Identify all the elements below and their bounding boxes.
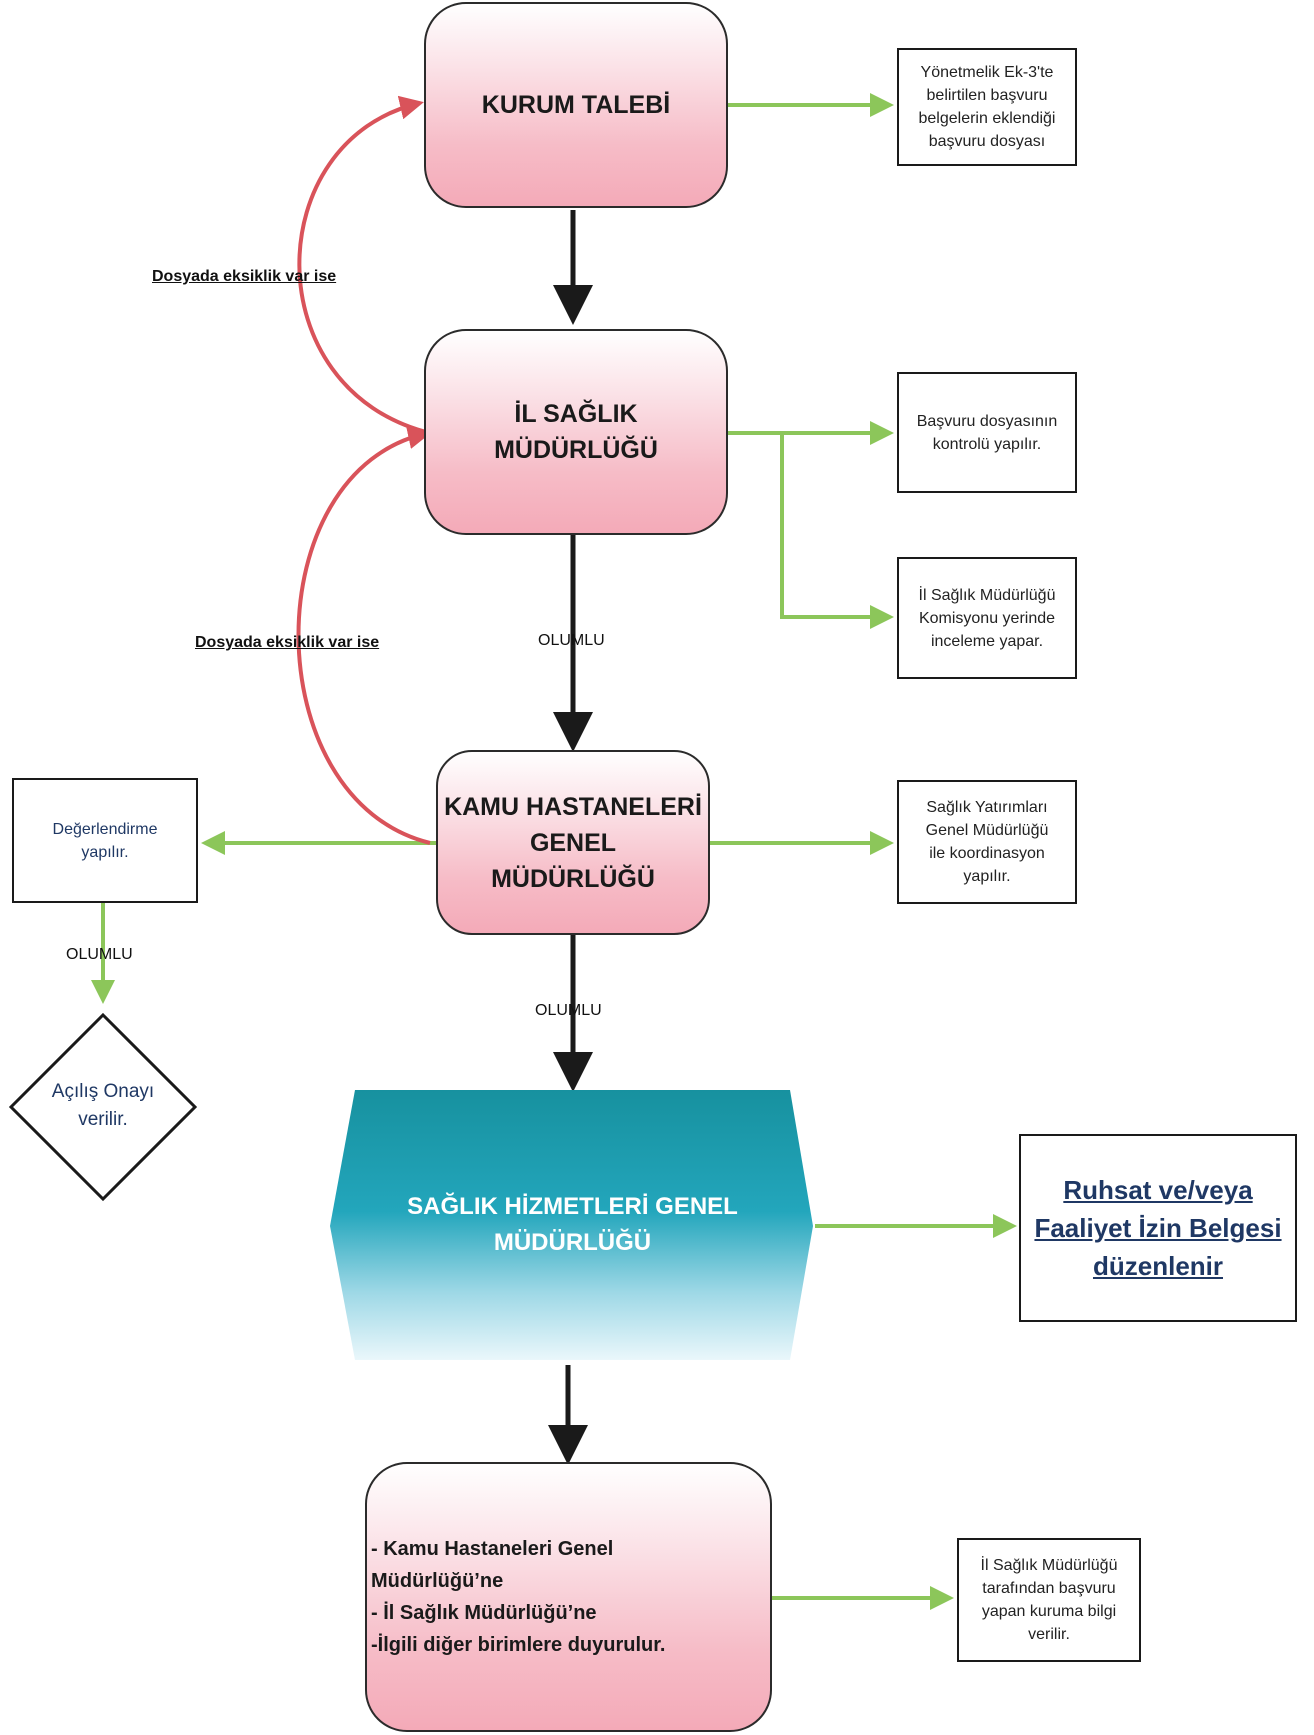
diamond-label: Açılış Onayı verilir. (23, 1078, 183, 1134)
note1-line: belgelerin eklendiği (918, 110, 1056, 127)
note3-line: Komisyonu yerinde (918, 609, 1056, 627)
node-kamu-line3: MÜDÜRLÜĞÜ (491, 864, 655, 893)
node-saglik-hizmetleri: SAĞLIK HİZMETLERİ GENEL MÜDÜRLÜĞÜ (355, 1180, 790, 1270)
note1-line: belirtilen başvuru (926, 87, 1048, 104)
label-eksiklik-1: Dosyada eksiklik var ise (152, 268, 337, 285)
arrow-il-to-note3 (780, 433, 894, 629)
note-basvuru-dosyasi: Yönetmelik Ek-3'te belirtilen başvuru be… (897, 48, 1077, 166)
note2-line: kontrolü yapılır. (932, 435, 1042, 453)
saglik-hizmetleri-line1: SAĞLIK HİZMETLERİ GENEL (407, 1193, 738, 1220)
note-bilgi-verilir: İl Sağlık Müdürlüğü tarafından başvuru y… (957, 1538, 1141, 1662)
label-olumlu-1: OLUMLU (538, 632, 605, 649)
note-degerlendirme: Değerlendirme yapılır. (12, 778, 198, 903)
note3-line: İl Sağlık Müdürlüğü (918, 586, 1056, 604)
note-kontrol: Başvuru dosyasının kontrolü yapılır. (897, 372, 1077, 493)
note4-line: Genel Müdürlüğü (925, 822, 1049, 839)
note5-line: Değerlendirme (52, 820, 158, 838)
note4-line: yapılır. (963, 868, 1011, 885)
diamond-line: Açılış Onayı (51, 1081, 155, 1102)
node-kurum-talebi: KURUM TALEBİ (424, 2, 728, 208)
node-kamu-hastaneleri: KAMU HASTANELERİ GENEL MÜDÜRLÜĞÜ (436, 750, 710, 935)
node-ruhsat: Ruhsat ve/veya Faaliyet İzin Belgesi düz… (1019, 1134, 1297, 1322)
arrow-il-back-to-kurum (297, 95, 431, 435)
note-koordinasyon: Sağlık Yatırımları Genel Müdürlüğü ile k… (897, 780, 1077, 904)
node-kamu-line2: GENEL (529, 828, 617, 857)
diamond-line: verilir. (78, 1109, 128, 1130)
node-il-saglik-line1: İL SAĞLIK (514, 400, 638, 428)
node-il-saglik-line2: MÜDÜRLÜĞÜ (494, 436, 658, 464)
node-kurum-talebi-label: KURUM TALEBİ (481, 91, 671, 119)
final-line2: Müdürlüğü’ne (371, 1570, 504, 1592)
label-eksiklik-2: Dosyada eksiklik var ise (195, 634, 380, 651)
note2-line: Başvuru dosyasının (916, 412, 1058, 430)
final-line1: - Kamu Hastaneleri Genel (371, 1538, 614, 1560)
note6-line: İl Sağlık Müdürlüğü (980, 1557, 1118, 1574)
note-komisyon: İl Sağlık Müdürlüğü Komisyonu yerinde in… (897, 557, 1077, 679)
note6-line: tarafından başvuru (982, 1580, 1116, 1597)
note5-line: yapılır. (81, 843, 129, 861)
note6-line: verilir. (1028, 1626, 1070, 1643)
final-line4: -İlgili diğer birimlere duyurulur. (371, 1634, 666, 1656)
node-final-announce: - Kamu Hastaneleri Genel Müdürlüğü’ne - … (365, 1462, 772, 1732)
note1-line: Yönetmelik Ek-3'te (920, 64, 1054, 81)
saglik-hizmetleri-shape (330, 1090, 813, 1360)
node-kamu-line1: KAMU HASTANELERİ (444, 792, 702, 821)
label-olumlu-2: OLUMLU (66, 946, 133, 963)
note4-line: Sağlık Yatırımları (926, 799, 1048, 816)
ruhsat-line: Faaliyet İzin Belgesi (1034, 1213, 1282, 1243)
final-line3: - İl Sağlık Müdürlüğü’ne (371, 1602, 597, 1624)
ruhsat-line: Ruhsat ve/veya (1063, 1175, 1253, 1205)
label-olumlu-3: OLUMLU (535, 1002, 602, 1019)
arrow-kamu-back-to-il (296, 425, 432, 845)
note3-line: inceleme yapar. (930, 632, 1044, 650)
ruhsat-line: düzenlenir (1092, 1251, 1223, 1281)
node-il-saglik: İL SAĞLIK MÜDÜRLÜĞÜ (424, 329, 728, 535)
note6-line: yapan kuruma bilgi (981, 1603, 1117, 1620)
saglik-hizmetleri-line2: MÜDÜRLÜĞÜ (493, 1229, 652, 1256)
decision-diamond (8, 1012, 198, 1202)
note4-line: ile koordinasyon (929, 845, 1045, 862)
note1-line: başvuru dosyası (928, 133, 1046, 150)
